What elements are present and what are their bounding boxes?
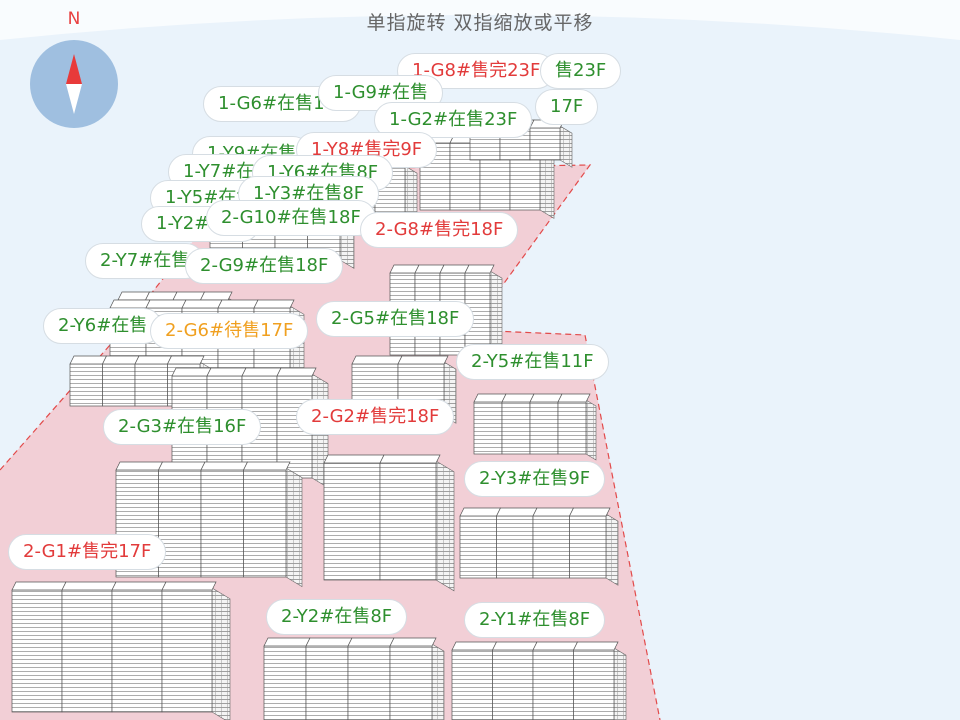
- building-block[interactable]: [263, 637, 445, 720]
- sky-band: [0, 0, 960, 40]
- compass[interactable]: [30, 40, 118, 128]
- building-tag-2y6[interactable]: 2-Y6#在售: [43, 308, 163, 344]
- building-block[interactable]: [459, 507, 619, 586]
- building-tag-2g3[interactable]: 2-G3#在售16F: [103, 409, 262, 445]
- building-tag-2g10[interactable]: 2-G10#在售18F: [206, 200, 376, 236]
- building-block[interactable]: [473, 393, 597, 461]
- building-tag-2g8[interactable]: 2-G8#售完18F: [360, 212, 519, 248]
- building-tag-2g1[interactable]: 2-G1#售完17F: [8, 534, 167, 570]
- building-tag-1g-23f-partial[interactable]: 售23F: [540, 53, 622, 89]
- building-tag-2g5[interactable]: 2-G5#在售18F: [316, 301, 475, 337]
- building-tag-2y1[interactable]: 2-Y1#在售8F: [464, 602, 606, 638]
- building-tag-2y5[interactable]: 2-Y5#在售11F: [456, 344, 609, 380]
- building-tag-2y3[interactable]: 2-Y3#在售9F: [464, 461, 606, 497]
- compass-north-label: N: [67, 9, 81, 29]
- building-tag-2g2[interactable]: 2-G2#售完18F: [296, 399, 455, 435]
- building-tag-1y8[interactable]: 1-Y8#售完9F: [296, 132, 438, 168]
- building-block[interactable]: [451, 641, 627, 720]
- site-boundary: [0, 164, 661, 720]
- gesture-hint: 单指旋转 双指缩放或平移: [366, 12, 594, 34]
- building-tag-2y7[interactable]: 2-Y7#在售: [85, 243, 205, 279]
- building-tag-2g6[interactable]: 2-G6#待售17F: [150, 313, 309, 349]
- building-tag-2y2[interactable]: 2-Y2#在售8F: [266, 599, 408, 635]
- building-tag-1g-17f-partial[interactable]: 17F: [535, 89, 599, 125]
- compass-needle-icon: [66, 54, 82, 114]
- building-block[interactable]: [323, 454, 455, 592]
- building-tag-2g9[interactable]: 2-G9#在售18F: [185, 248, 344, 284]
- building-block[interactable]: [11, 581, 231, 720]
